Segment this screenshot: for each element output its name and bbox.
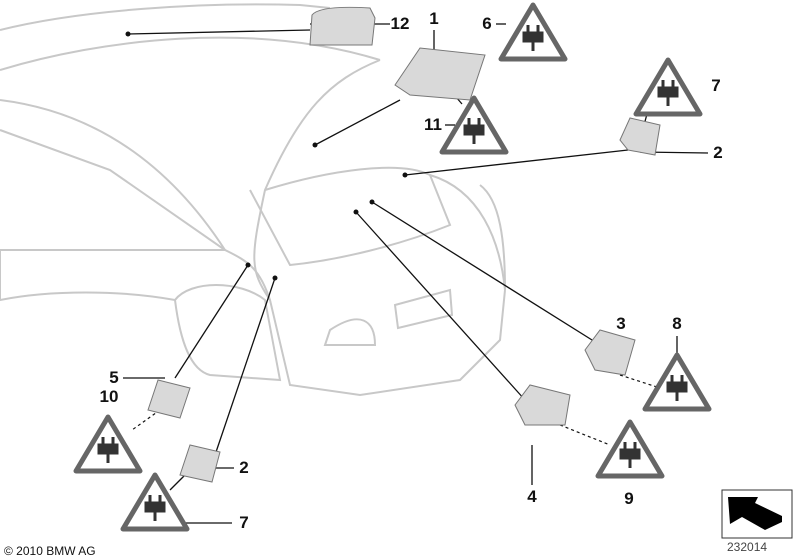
part-3-sensor xyxy=(584,329,636,376)
part-5-module xyxy=(147,379,191,419)
connector-warning-icon xyxy=(439,95,509,155)
callout-2[interactable]: 2 xyxy=(239,458,249,477)
callout-7[interactable]: 7 xyxy=(711,76,721,95)
connector-warning-icon xyxy=(642,352,712,412)
diagram-number: 232014 xyxy=(727,540,768,554)
callout-5[interactable]: 5 xyxy=(109,368,119,387)
callout-11[interactable]: 11 xyxy=(424,115,442,134)
direction-arrow-icon xyxy=(721,489,793,539)
callout-7[interactable]: 7 xyxy=(239,513,249,532)
part-1-control-unit xyxy=(394,47,486,101)
callout-2[interactable]: 2 xyxy=(713,143,723,162)
callout-1[interactable]: 1 xyxy=(429,9,439,28)
callout-3[interactable]: 3 xyxy=(616,314,626,333)
callout-10[interactable]: 10 xyxy=(99,387,119,406)
warning-triangles xyxy=(73,2,712,532)
callout-6[interactable]: 6 xyxy=(482,14,492,33)
callout-9[interactable]: 9 xyxy=(624,489,634,508)
car-outline xyxy=(0,3,506,397)
parts xyxy=(147,6,661,483)
connector-warning-icon xyxy=(73,414,143,474)
part-2-module-top xyxy=(619,117,661,156)
callout-8[interactable]: 8 xyxy=(672,314,682,333)
connector-warning-icon xyxy=(595,419,665,479)
leader-lines xyxy=(123,23,709,524)
copyright-notice: © 2010 BMW AG xyxy=(4,544,96,558)
part-12-antenna xyxy=(309,6,376,46)
connector-warning-icon xyxy=(633,57,703,117)
part-4-sensor xyxy=(514,384,571,426)
part-2-module-bottom xyxy=(179,444,221,483)
callout-12[interactable]: 12 xyxy=(390,14,410,33)
connector-warning-icon xyxy=(498,2,568,62)
callout-4[interactable]: 4 xyxy=(527,487,537,506)
connector-warning-icon xyxy=(120,472,190,532)
